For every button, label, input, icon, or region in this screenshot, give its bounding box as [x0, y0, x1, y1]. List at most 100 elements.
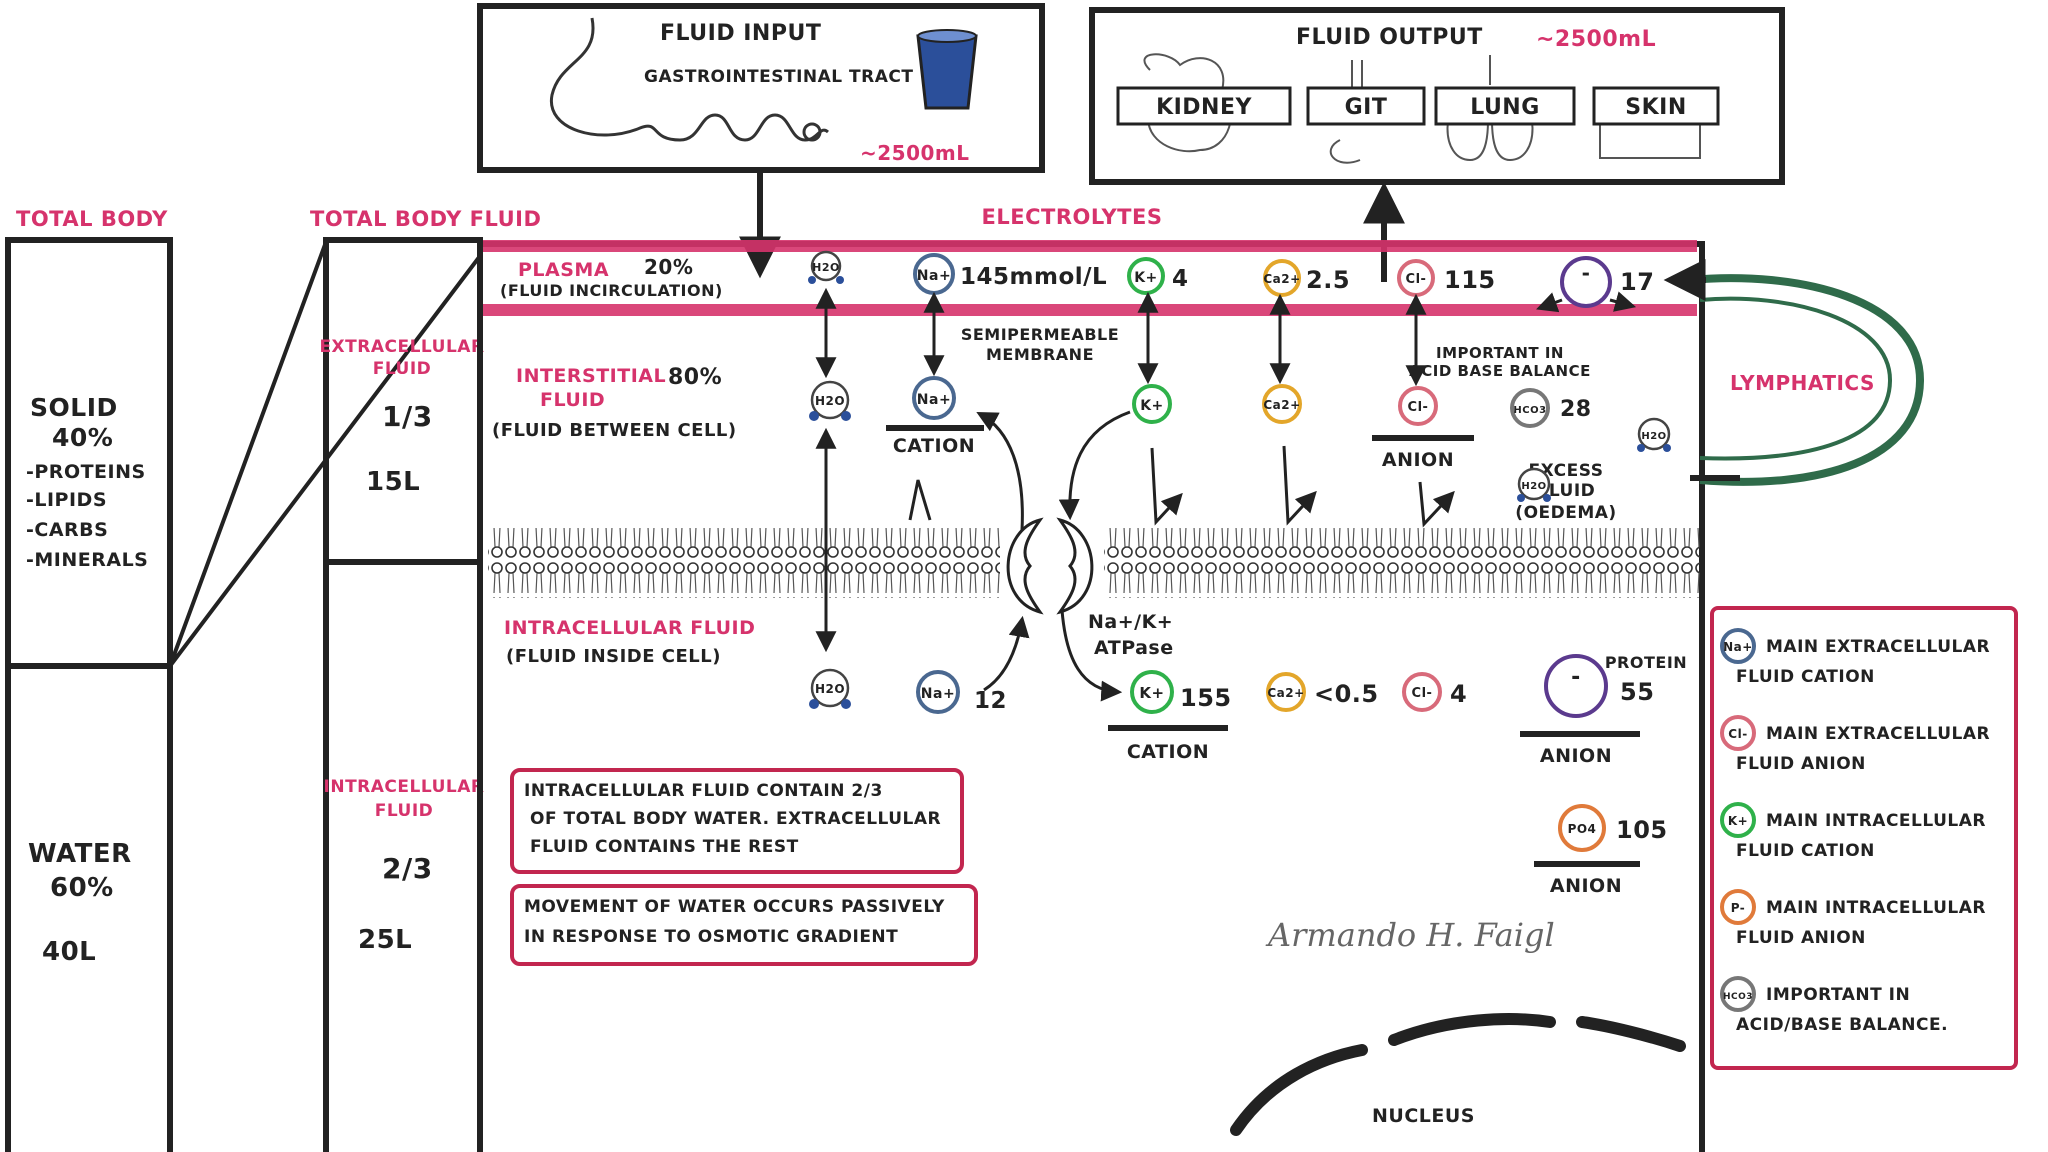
k-symbol: K+ [1140, 398, 1164, 414]
legend-text: FLUID CATION [1736, 841, 1875, 861]
organ-kidney: KIDNEY [1156, 95, 1252, 120]
electrolytes-title: ELECTROLYTES [982, 205, 1163, 229]
note-2-line: MOVEMENT OF WATER OCCURS PASSIVELY [524, 897, 945, 917]
cl-symbol: Cl- [1412, 686, 1433, 701]
icf-name: INTRACELLULAR FLUID [504, 617, 755, 639]
icf-cation-label: CATION [1127, 741, 1209, 763]
organ-git: GIT [1345, 95, 1388, 120]
fluid-output-amount: ~2500mL [1536, 27, 1656, 52]
pump-label: Na+/K+ [1088, 611, 1173, 633]
membrane-label: SEMIPERMEABLE [961, 325, 1119, 344]
na-symbol: Na+ [917, 268, 951, 284]
acid-base-note-2: ACID BASE BALANCE [1409, 362, 1591, 380]
icf-anion2-label: ANION [1550, 875, 1622, 897]
solid-item: -CARBS [26, 519, 108, 541]
legend-text: FLUID CATION [1736, 667, 1875, 687]
interstitial-na: Na+ [912, 376, 956, 420]
legend-text: ACID/BASE BALANCE. [1736, 1015, 1948, 1035]
legend-text: MAIN INTRACELLULAR [1766, 811, 1986, 831]
icf-ca-value: <0.5 [1314, 680, 1379, 708]
icf-note: (FLUID INSIDE CELL) [506, 646, 721, 667]
protein-label: PROTEIN [1605, 653, 1687, 672]
legend-ion-icon [1720, 628, 1756, 664]
legend-ion-icon [1720, 715, 1756, 751]
fluid-input-title: FLUID INPUT [660, 21, 821, 46]
total-body-fluid-label: TOTAL BODY FLUID [310, 207, 541, 231]
icf-cl-value: 4 [1450, 680, 1467, 708]
svg-text:-: - [1582, 261, 1591, 285]
interstitial-cl: Cl- [1398, 386, 1438, 426]
h2o-label: H2O [1641, 431, 1666, 442]
solid-title: SOLID [30, 393, 118, 422]
ecf-title: EXTRACELLULAR [319, 337, 484, 357]
water-vol: 40L [42, 937, 96, 967]
nucleus-label: NUCLEUS [1372, 1105, 1475, 1127]
icf-title: INTRACELLULAR [324, 777, 485, 797]
interstitial-hco3: HCO3 28 [1510, 388, 1591, 428]
icf-h2o: H2O [809, 668, 851, 709]
total-body-label: TOTAL BODY [16, 207, 168, 231]
hco3-symbol: HCO3 [1513, 405, 1546, 416]
water-box [5, 666, 173, 1152]
interstitial-note: (FLUID BETWEEN CELL) [492, 420, 737, 441]
excess-fluid-label-3: (OEDEMA) [1515, 503, 1616, 523]
ecf-volume: 15L [366, 467, 420, 497]
na-symbol: Na+ [921, 686, 955, 702]
plasma-cl-value: 115 [1444, 266, 1496, 294]
solid-box [5, 237, 173, 669]
plasma-protein: - 17 [1560, 256, 1654, 308]
na-symbol: Na+ [917, 392, 951, 408]
icf-cl: Cl- 4 [1402, 672, 1467, 712]
icf-k: K+ 155 [1130, 670, 1232, 714]
legend-ion-symbol: HCO3 [1723, 992, 1753, 1002]
k-symbol: K+ [1134, 270, 1158, 286]
note-2-line: IN RESPONSE TO OSMOTIC GRADIENT [524, 927, 898, 947]
ca-symbol: Ca2+ [1267, 686, 1304, 700]
pump-label-2: ATPase [1094, 637, 1174, 659]
note-box-1: INTRACELLULAR FLUID CONTAIN 2/3 OF TOTAL… [510, 768, 964, 874]
fluid-input-amount: ~2500mL [860, 141, 970, 165]
ecf-cation-label: CATION [893, 435, 975, 457]
ca-symbol: Ca2+ [1263, 398, 1300, 412]
plasma-k: K+ 4 [1127, 257, 1189, 295]
lymphatics-label: LYMPHATICS [1730, 371, 1875, 395]
h2o-label: H2O [812, 261, 840, 274]
plasma-k-value: 4 [1172, 266, 1189, 292]
legend-ion-symbol: K+ [1728, 814, 1748, 828]
fluid-output-panel: FLUID OUTPUT ~2500mL KIDNEY GIT LUNG SKI… [1089, 7, 1785, 185]
intestine-end-icon [802, 122, 822, 142]
plasma-h2o: H2O [808, 250, 844, 284]
interstitial-h2o-excess: H2O [1517, 467, 1551, 502]
plasma-ca: Ca2+ 2.5 [1263, 259, 1350, 297]
plasma-pct: 20% [644, 255, 693, 279]
interstitial-name-2: FLUID [540, 389, 605, 411]
plasma-na-value: 145mmol/L [960, 264, 1107, 290]
icf-volume: 25L [358, 925, 412, 955]
h2o-label: H2O [815, 394, 845, 408]
plasma-ca-value: 2.5 [1306, 266, 1350, 294]
organ-labels: KIDNEY GIT LUNG SKIN [1116, 86, 1720, 126]
icf-k-value: 155 [1180, 684, 1232, 712]
stomach-intestine-icon [549, 17, 829, 142]
legend-text: MAIN EXTRACELLULAR [1766, 724, 1990, 744]
excess-fluid-label-2: FLUID [1537, 481, 1596, 501]
plasma-cl: Cl- 115 [1397, 259, 1496, 297]
fluid-output-box [1089, 7, 1785, 185]
legend-text: MAIN INTRACELLULAR [1766, 898, 1986, 918]
icf-na: Na+ 12 [916, 670, 1007, 714]
note-1-line: OF TOTAL BODY WATER. EXTRACELLULAR [530, 809, 941, 829]
legend-text: FLUID ANION [1736, 754, 1866, 774]
na-k-pump-icon [1006, 517, 1094, 615]
plasma-note: (FLUID INCIRCULATION) [500, 281, 723, 300]
plasma-band-top [483, 240, 1697, 252]
svg-text:-: - [1571, 665, 1581, 690]
icf-ca: Ca2+ <0.5 [1266, 672, 1379, 712]
interstitial-h2o-right: H2O [1637, 417, 1671, 452]
icf-protein-value: 55 [1620, 678, 1654, 706]
plasma-band-bottom [483, 304, 1697, 316]
solid-item: -LIPIDS [26, 489, 107, 511]
